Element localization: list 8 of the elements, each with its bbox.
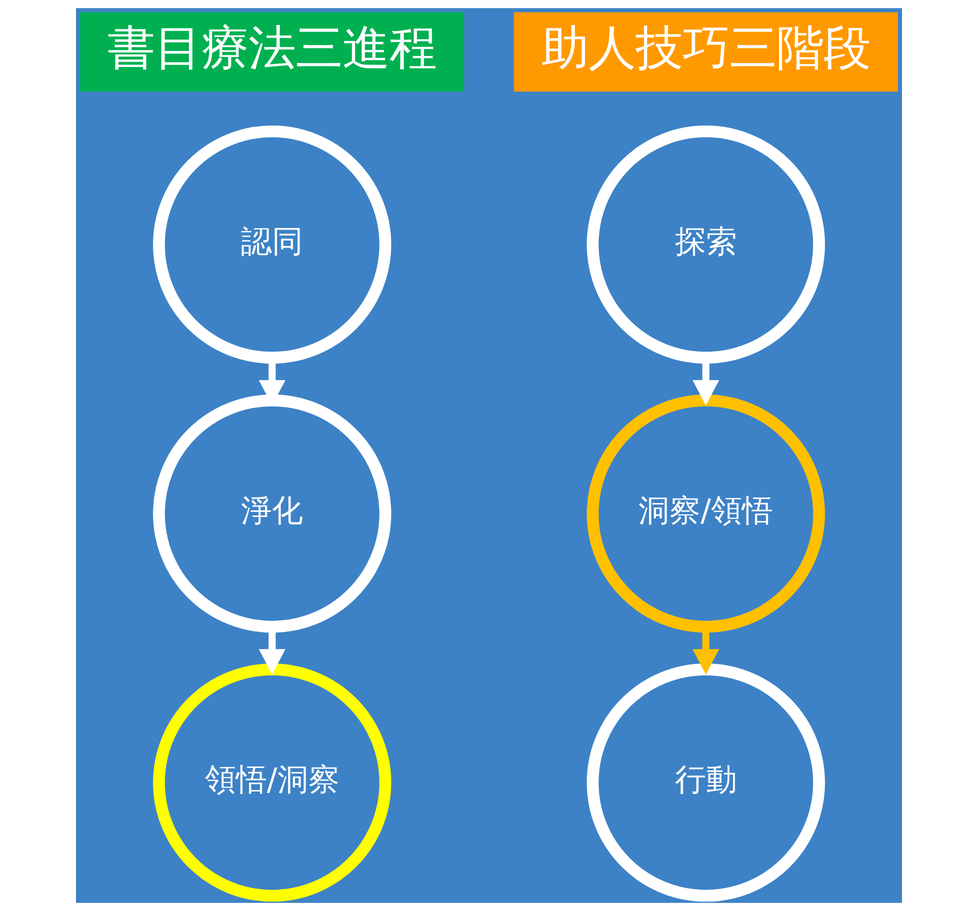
node-box: 書目療法三進程 xyxy=(80,12,464,92)
node-circle: 行動 xyxy=(586,663,825,902)
node-circle: 洞察/領悟 xyxy=(586,394,825,633)
node-circle: 淨化 xyxy=(153,394,392,633)
node-circle: 探索 xyxy=(586,125,825,364)
node-box: 助人技巧三階段 xyxy=(514,12,898,92)
node-circle: 認同 xyxy=(153,125,392,364)
node-circle: 領悟/洞察 xyxy=(153,663,392,902)
